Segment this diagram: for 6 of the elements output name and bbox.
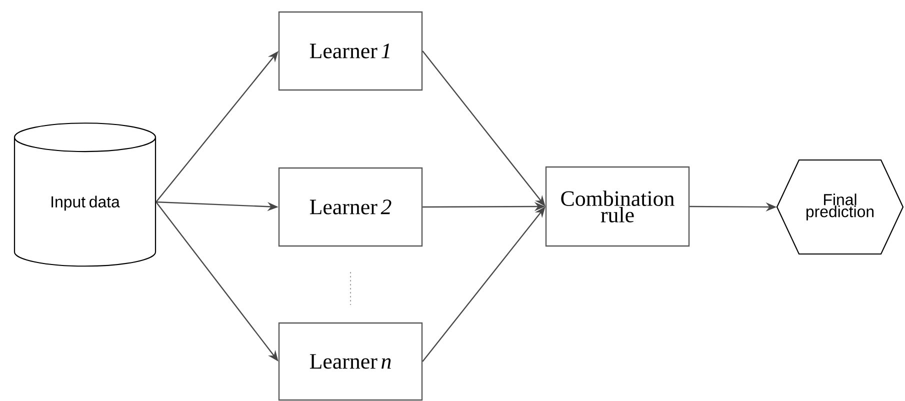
output-hexagon: Final prediction: [776, 159, 904, 255]
process-box: Learner n: [278, 322, 423, 401]
process-box: Learner 1: [278, 11, 423, 91]
database-cylinder: Input data: [14, 122, 156, 267]
process-box: Learner 2: [278, 167, 423, 247]
process-box: Combination rule: [545, 166, 690, 247]
